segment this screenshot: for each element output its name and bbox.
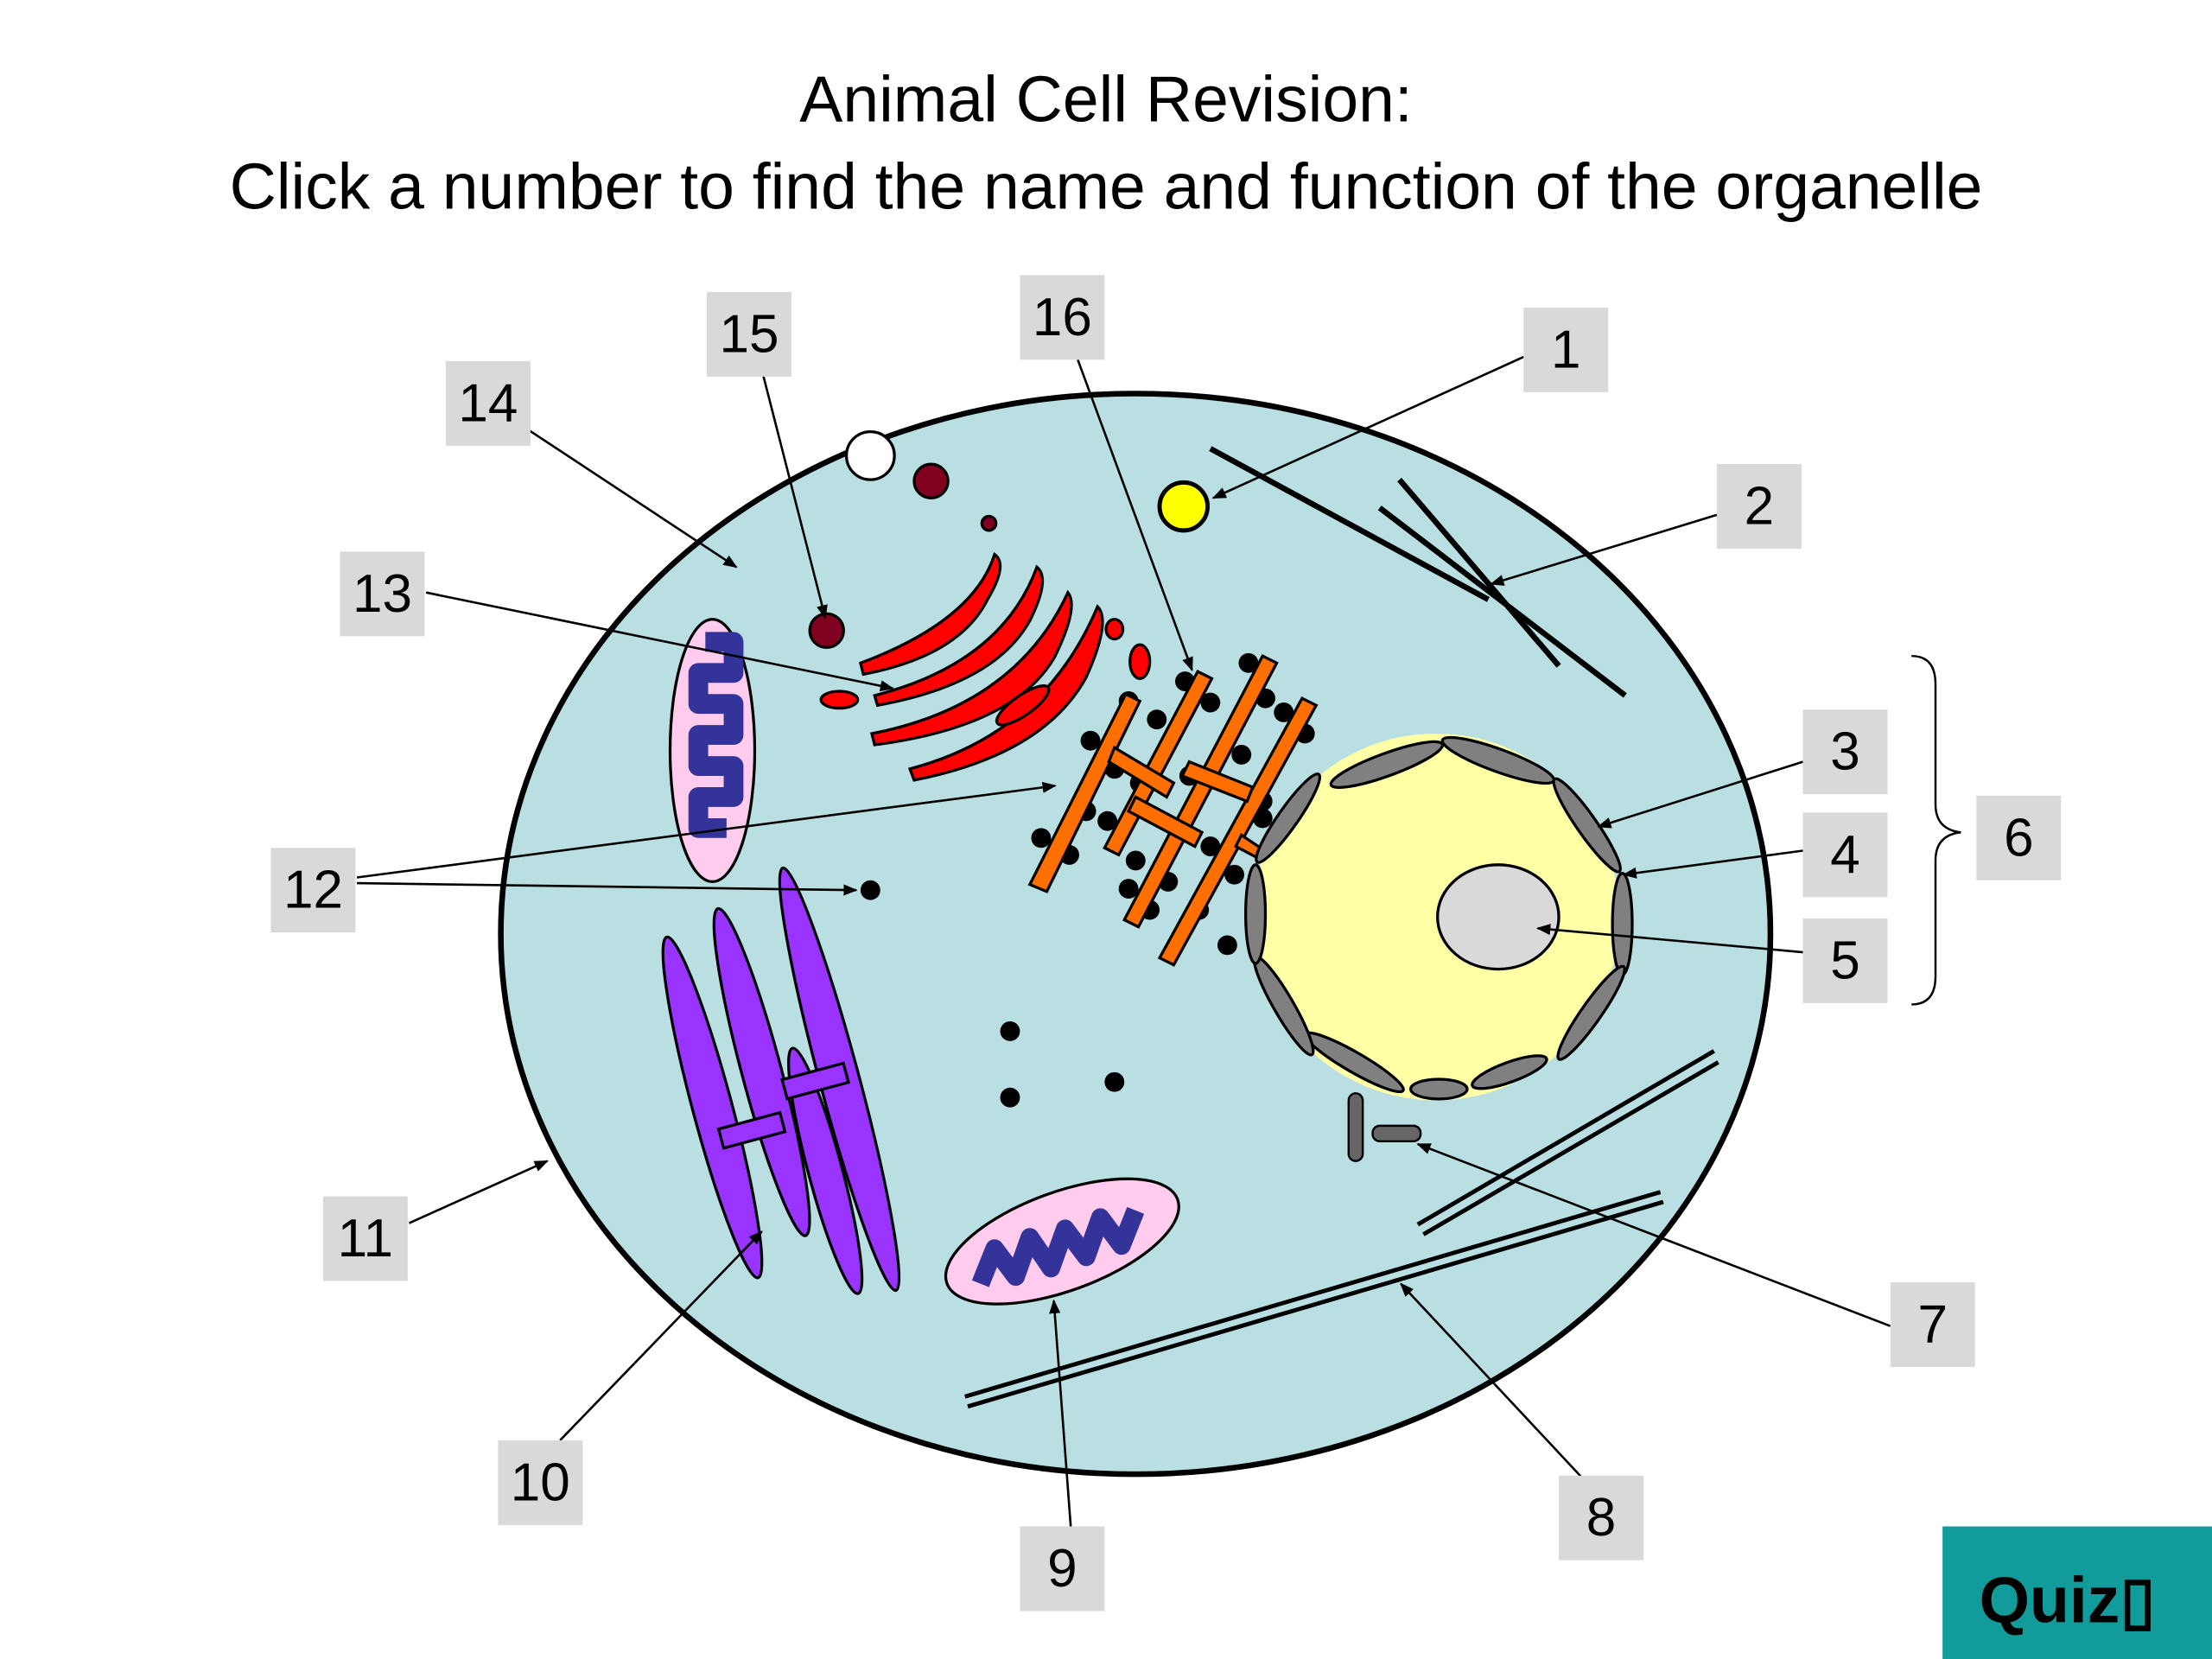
vesicle — [1157, 480, 1210, 533]
svg-text:9: 9 — [1047, 1539, 1077, 1599]
label-7[interactable]: 7 — [1890, 1282, 1975, 1368]
svg-text:16: 16 — [1033, 288, 1092, 347]
title-line-2: Click a number to find the name and func… — [230, 150, 1983, 223]
nucleolus — [1436, 863, 1560, 971]
svg-text:5: 5 — [1830, 931, 1860, 990]
cytoskeleton — [964, 1049, 1719, 1409]
label-8[interactable]: 8 — [1559, 1475, 1644, 1560]
lysosomes — [808, 462, 998, 650]
label-14[interactable]: 14 — [445, 360, 531, 446]
label-16[interactable]: 16 — [1020, 275, 1105, 360]
quiz-button-label: Quiz▯ — [1980, 1564, 2156, 1637]
pinocytotic-vesicle — [844, 429, 896, 481]
pointer-arrows — [356, 355, 1891, 1527]
svg-text:13: 13 — [353, 564, 412, 624]
label-11[interactable]: 11 — [322, 1196, 408, 1281]
svg-text:14: 14 — [458, 373, 518, 433]
svg-text:8: 8 — [1586, 1488, 1617, 1548]
label-13[interactable]: 13 — [340, 551, 425, 637]
label-15[interactable]: 15 — [706, 291, 791, 377]
mitochondrion-bottom — [944, 1177, 1180, 1306]
svg-text:2: 2 — [1745, 477, 1775, 537]
svg-text:11: 11 — [338, 1209, 393, 1268]
nucleus — [1244, 733, 1634, 1101]
label-10[interactable]: 10 — [498, 1440, 583, 1525]
label-12[interactable]: 12 — [270, 848, 356, 933]
brace — [1911, 654, 1961, 1006]
svg-text:12: 12 — [283, 861, 343, 920]
label-3[interactable]: 3 — [1802, 709, 1888, 795]
svg-text:15: 15 — [719, 304, 779, 364]
smooth-er-purple — [661, 866, 901, 1295]
centrioles — [1347, 1092, 1422, 1162]
microfilaments — [1209, 446, 1627, 698]
mitochondrion-left — [668, 618, 757, 884]
svg-text:10: 10 — [511, 1452, 570, 1512]
quiz-button[interactable]: Quiz▯ — [1942, 1526, 2212, 1659]
svg-text:4: 4 — [1830, 825, 1860, 885]
svg-text:6: 6 — [2004, 808, 2034, 868]
label-2[interactable]: 2 — [1716, 464, 1802, 550]
label-6[interactable]: 6 — [1976, 795, 2062, 880]
free-ribosomes — [860, 880, 1125, 1108]
label-4[interactable]: 4 — [1802, 812, 1888, 898]
label-1[interactable]: 1 — [1523, 307, 1609, 392]
label-9[interactable]: 9 — [1020, 1526, 1105, 1611]
rough-endoplasmic-reticulum — [1027, 652, 1319, 967]
label-5[interactable]: 5 — [1802, 918, 1888, 1003]
golgi-apparatus — [819, 552, 1152, 782]
title-line-1: Animal Cell Revision: — [799, 62, 1412, 135]
svg-text:3: 3 — [1830, 722, 1860, 782]
svg-text:7: 7 — [1917, 1295, 1948, 1355]
svg-text:1: 1 — [1551, 320, 1581, 379]
nuclear-envelope — [1244, 735, 1634, 1101]
